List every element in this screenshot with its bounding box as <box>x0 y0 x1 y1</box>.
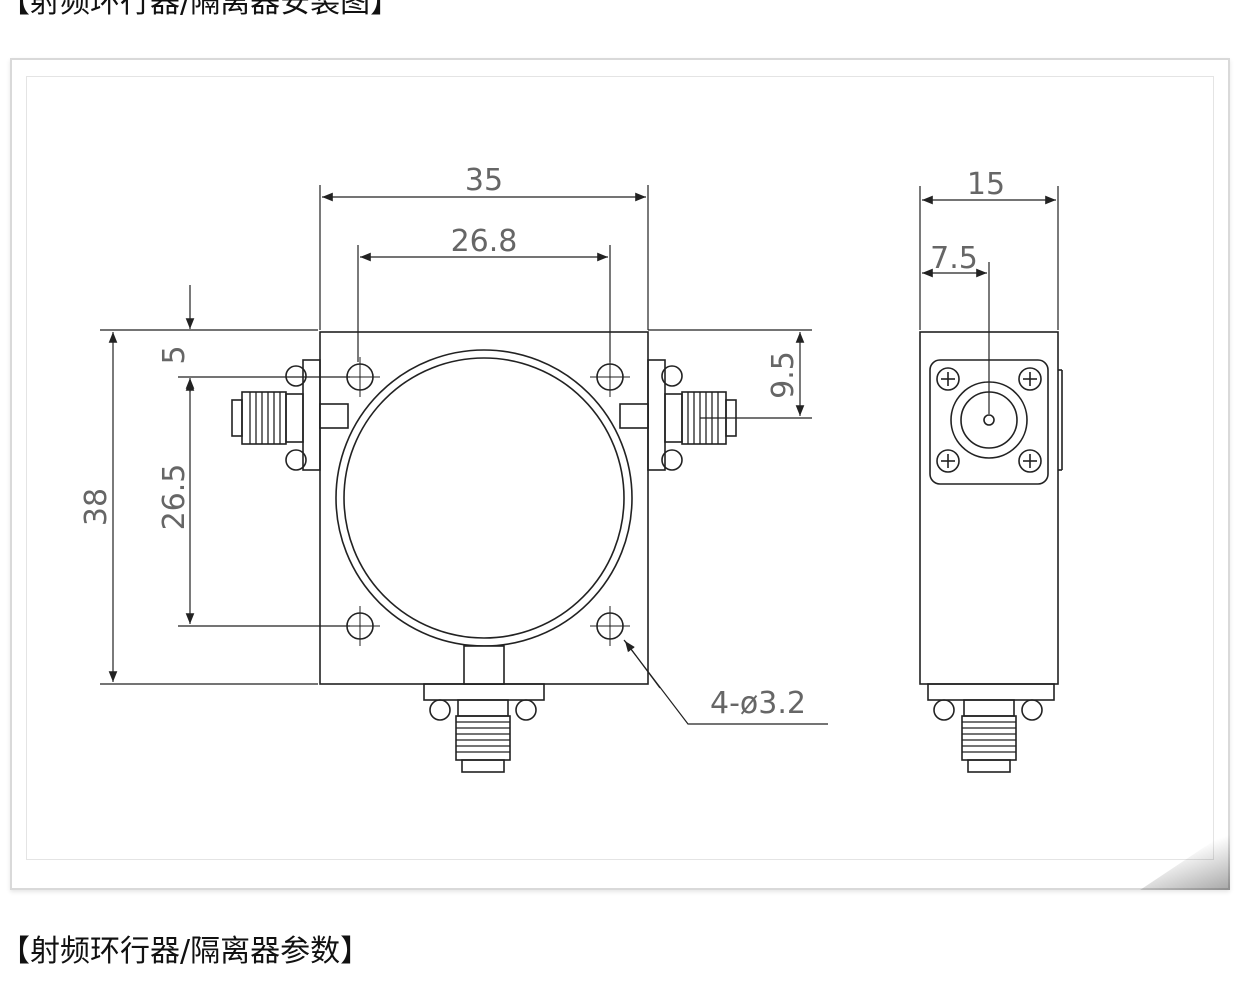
ferrite-cover-outer <box>335 349 633 647</box>
sma-connector-left <box>231 359 321 471</box>
side-view <box>919 331 1063 773</box>
mounting-hole <box>590 606 630 646</box>
label-top-margin: 5 <box>157 345 192 364</box>
stripline-tab-bottom <box>463 645 505 685</box>
sma-connector-bottom-side <box>927 683 1055 773</box>
flange-screw <box>936 367 960 391</box>
side-dimensions <box>919 186 1059 414</box>
center-pin <box>983 414 995 426</box>
label-port-offset: 9.5 <box>766 351 801 399</box>
flange-screw <box>1018 449 1042 473</box>
page-heading-drawing: 【射频环行器/隔离器安装图】 <box>0 0 401 20</box>
label-half-depth: 7.5 <box>930 241 978 276</box>
flange-screw <box>936 449 960 473</box>
mounting-hole <box>590 357 630 397</box>
front-view <box>231 331 737 773</box>
ferrite-cover-inner <box>343 357 625 639</box>
sma-connector-right <box>647 359 737 471</box>
sma-connector-bottom <box>423 683 545 773</box>
front-dimensions <box>100 185 828 725</box>
label-depth: 15 <box>967 167 1005 202</box>
label-hole-spacing: 26.8 <box>451 224 518 259</box>
drawing-inner-border <box>26 76 1214 860</box>
label-width: 35 <box>465 163 503 198</box>
label-height: 38 <box>79 488 114 526</box>
label-mounting-holes: 4-ø3.2 <box>710 686 806 721</box>
stripline-tab-left <box>319 403 349 429</box>
stripline-tab-right <box>619 403 649 429</box>
flange-screw <box>1018 367 1042 391</box>
label-hole-spacing-vertical: 26.5 <box>157 464 192 531</box>
page-heading-parameters: 【射频环行器/隔离器参数】 <box>0 934 371 969</box>
